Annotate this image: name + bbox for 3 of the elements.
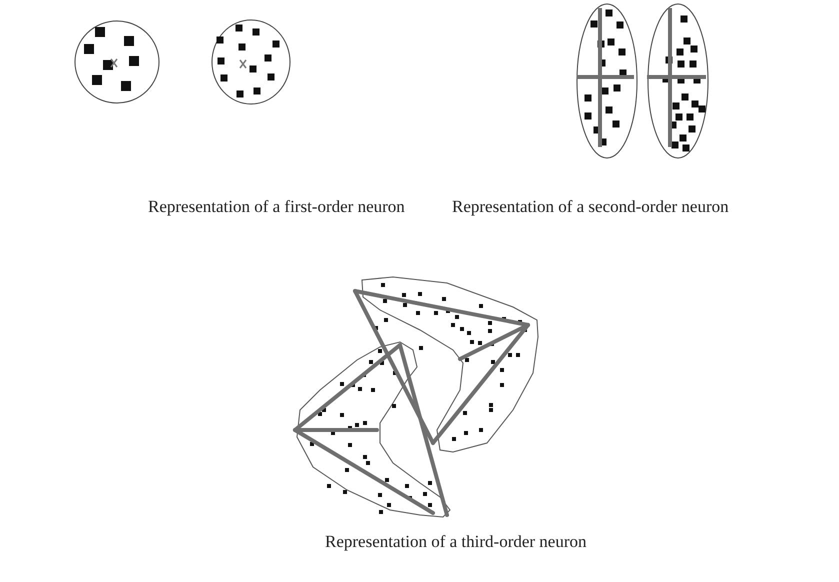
caption: Representation of a third-order neuron [325, 531, 587, 553]
caption: Representation of a first-order neuron [148, 196, 405, 218]
caption: Representation of a second-order neuron [452, 196, 729, 218]
